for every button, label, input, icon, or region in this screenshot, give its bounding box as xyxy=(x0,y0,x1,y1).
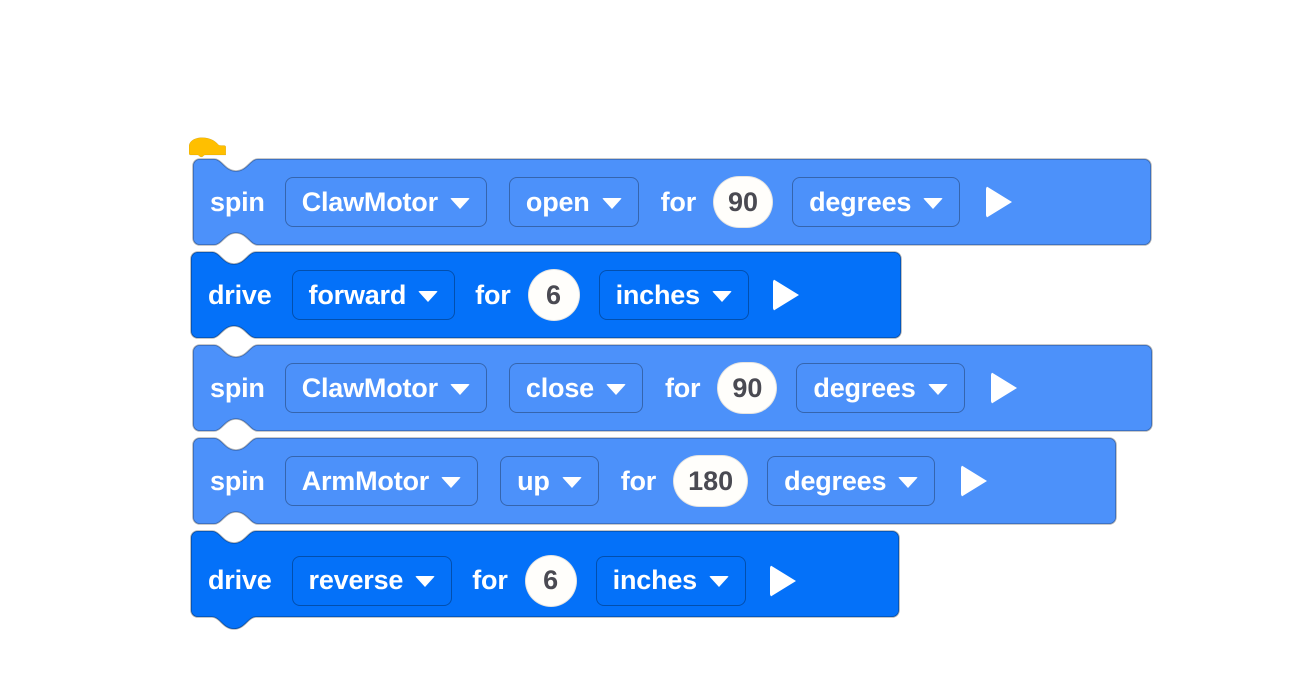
spin-block-3-units-label: degrees xyxy=(813,372,916,403)
chevron-down-icon xyxy=(927,383,948,395)
chevron-down-icon xyxy=(561,476,582,488)
when-started-hat-block[interactable]: when started xyxy=(189,33,410,158)
spin-block-3-for-label: for xyxy=(664,372,701,403)
spin-block-3-device-label: ClawMotor xyxy=(301,372,438,403)
spin-block-4-device-dropdown[interactable]: ArmMotor xyxy=(284,456,479,506)
spin-block-1-units-dropdown[interactable]: degrees xyxy=(792,177,961,227)
chevron-down-icon xyxy=(415,576,436,587)
hat-block-shape xyxy=(189,137,226,158)
drive-block-2-units-dropdown[interactable]: inches xyxy=(598,270,749,320)
spin-block-4-for-label: for xyxy=(620,465,657,496)
drive-block-5-keyword: drive xyxy=(208,565,272,595)
spin-block-1-device-label: ClawMotor xyxy=(301,186,438,217)
drive-block-2-units-label: inches xyxy=(615,279,701,310)
chevron-down-icon xyxy=(449,197,470,209)
spin-block-4-amount-input[interactable]: 180 xyxy=(673,455,749,507)
drive-block-5-direction-dropdown[interactable]: reverse xyxy=(291,555,453,606)
chevron-down-icon xyxy=(418,290,439,302)
drive-block-2-direction-label: forward xyxy=(308,279,407,310)
spin-block-3[interactable]: spin ClawMotor close for 90 degrees xyxy=(192,344,1153,432)
chevron-down-icon xyxy=(441,476,462,488)
chevron-down-icon xyxy=(449,383,470,395)
chevron-down-icon xyxy=(923,197,944,209)
play-icon[interactable] xyxy=(770,564,796,597)
play-icon[interactable] xyxy=(772,279,799,311)
hat-block-label: when started xyxy=(245,99,410,129)
drive-block-2[interactable]: drive forward for 6 inches xyxy=(190,251,902,339)
spin-block-1-direction-dropdown[interactable]: open xyxy=(508,177,639,227)
spin-block-1-direction-label: open xyxy=(525,186,590,217)
spin-block-4-keyword: spin xyxy=(210,465,265,496)
play-icon[interactable] xyxy=(961,465,988,497)
spin-block-3-direction-dropdown[interactable]: close xyxy=(508,363,643,413)
chevron-down-icon xyxy=(898,476,919,488)
spin-block-1-shape xyxy=(192,158,1152,246)
play-icon[interactable] xyxy=(990,372,1017,404)
play-icon[interactable] xyxy=(986,186,1013,218)
drive-block-2-amount-input[interactable]: 6 xyxy=(527,269,580,321)
spin-block-3-amount-input[interactable]: 90 xyxy=(717,362,778,414)
drive-block-2-direction-dropdown[interactable]: forward xyxy=(291,270,456,320)
drive-block-5-for-label: for xyxy=(472,565,508,595)
spin-block-3-device-dropdown[interactable]: ClawMotor xyxy=(284,363,487,413)
spin-block-4[interactable]: spin ArmMotor up for 180 degrees xyxy=(192,437,1117,525)
spin-block-3-shape xyxy=(192,344,1153,432)
spin-block-4-direction-label: up xyxy=(517,465,550,496)
chevron-down-icon xyxy=(605,383,626,395)
drive-block-5-amount-input[interactable]: 6 xyxy=(524,554,577,607)
drive-block-5-units-label: inches xyxy=(612,565,698,595)
spin-block-1-keyword: spin xyxy=(210,186,265,217)
spin-block-1-units-label: degrees xyxy=(809,186,912,217)
drive-block-5[interactable]: drive reverse for 6 inches xyxy=(190,530,900,631)
spin-block-4-units-dropdown[interactable]: degrees xyxy=(767,456,936,506)
drive-block-2-for-label: for xyxy=(475,279,511,310)
drive-block-2-keyword: drive xyxy=(208,279,272,310)
drive-block-5-units-dropdown[interactable]: inches xyxy=(595,555,746,606)
spin-block-1-amount-input[interactable]: 90 xyxy=(713,176,774,228)
chevron-down-icon xyxy=(601,197,622,209)
spin-block-1[interactable]: spin ClawMotor open for 90 degrees xyxy=(192,158,1152,246)
spin-block-4-direction-dropdown[interactable]: up xyxy=(500,456,599,506)
drive-block-5-direction-label: reverse xyxy=(308,565,404,595)
chevron-down-icon xyxy=(709,576,729,587)
spin-block-3-keyword: spin xyxy=(210,372,265,403)
spin-block-4-units-label: degrees xyxy=(784,465,887,496)
spin-block-4-shape xyxy=(192,437,1117,525)
spin-block-1-for-label: for xyxy=(660,186,697,217)
spin-block-3-units-dropdown[interactable]: degrees xyxy=(796,363,965,413)
spin-block-1-device-dropdown[interactable]: ClawMotor xyxy=(284,177,487,227)
chevron-down-icon xyxy=(711,290,732,302)
spin-block-4-device-label: ArmMotor xyxy=(301,465,430,496)
spin-block-3-direction-label: close xyxy=(525,372,594,403)
